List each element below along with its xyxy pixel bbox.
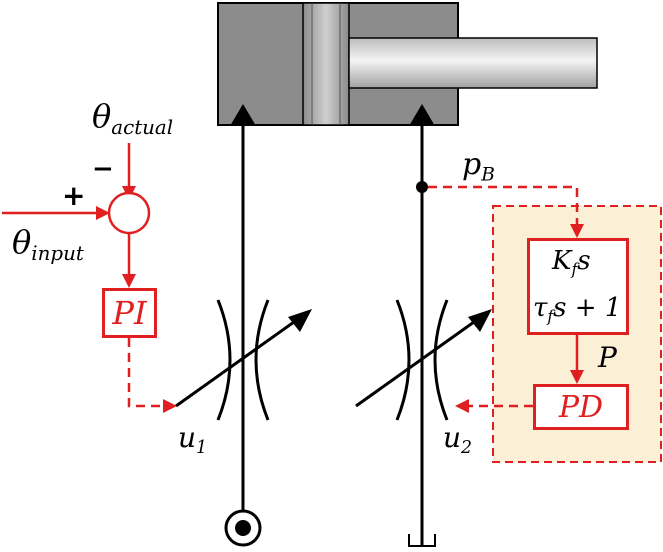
pb-label: pB (462, 147, 495, 186)
pd-label: PD (558, 389, 604, 425)
right-port-arrow (409, 104, 435, 126)
pressure-tap-node (416, 181, 428, 193)
pb-feedback-line (428, 185, 579, 226)
plus-sign: + (62, 179, 86, 212)
signal-arrowheads (96, 186, 584, 413)
theta-input-label: θinput (12, 223, 84, 265)
summing-junction (107, 191, 151, 235)
variable-orifice-right (355, 299, 489, 421)
theta-actual-label: θactual (92, 97, 174, 139)
pi-to-u1-line (127, 338, 164, 408)
hydraulic-cylinder (217, 2, 598, 126)
pd-controller-block: PD (533, 384, 629, 430)
orifice-left-arrowhead (288, 309, 312, 332)
left-port-arrow (230, 104, 256, 126)
pi-controller-block: PI (102, 288, 157, 338)
filter-numerator: Kfs (552, 246, 591, 279)
piston-rod (348, 37, 598, 89)
p-signal-label: P (598, 341, 617, 374)
orifice-right-arrowhead (468, 309, 492, 332)
u1-label: u1 (178, 421, 208, 459)
tank-symbol (408, 534, 436, 547)
variable-orifice-left (175, 299, 309, 421)
pressure-source-symbol (224, 509, 262, 547)
signal-lines (2, 143, 579, 408)
piston (302, 2, 350, 126)
u2-label: u2 (443, 421, 473, 459)
minus-sign: − (92, 154, 114, 184)
filter-block (527, 238, 629, 335)
pi-label: PI (112, 294, 147, 332)
filter-denominator: τfs + 1 (533, 293, 622, 326)
